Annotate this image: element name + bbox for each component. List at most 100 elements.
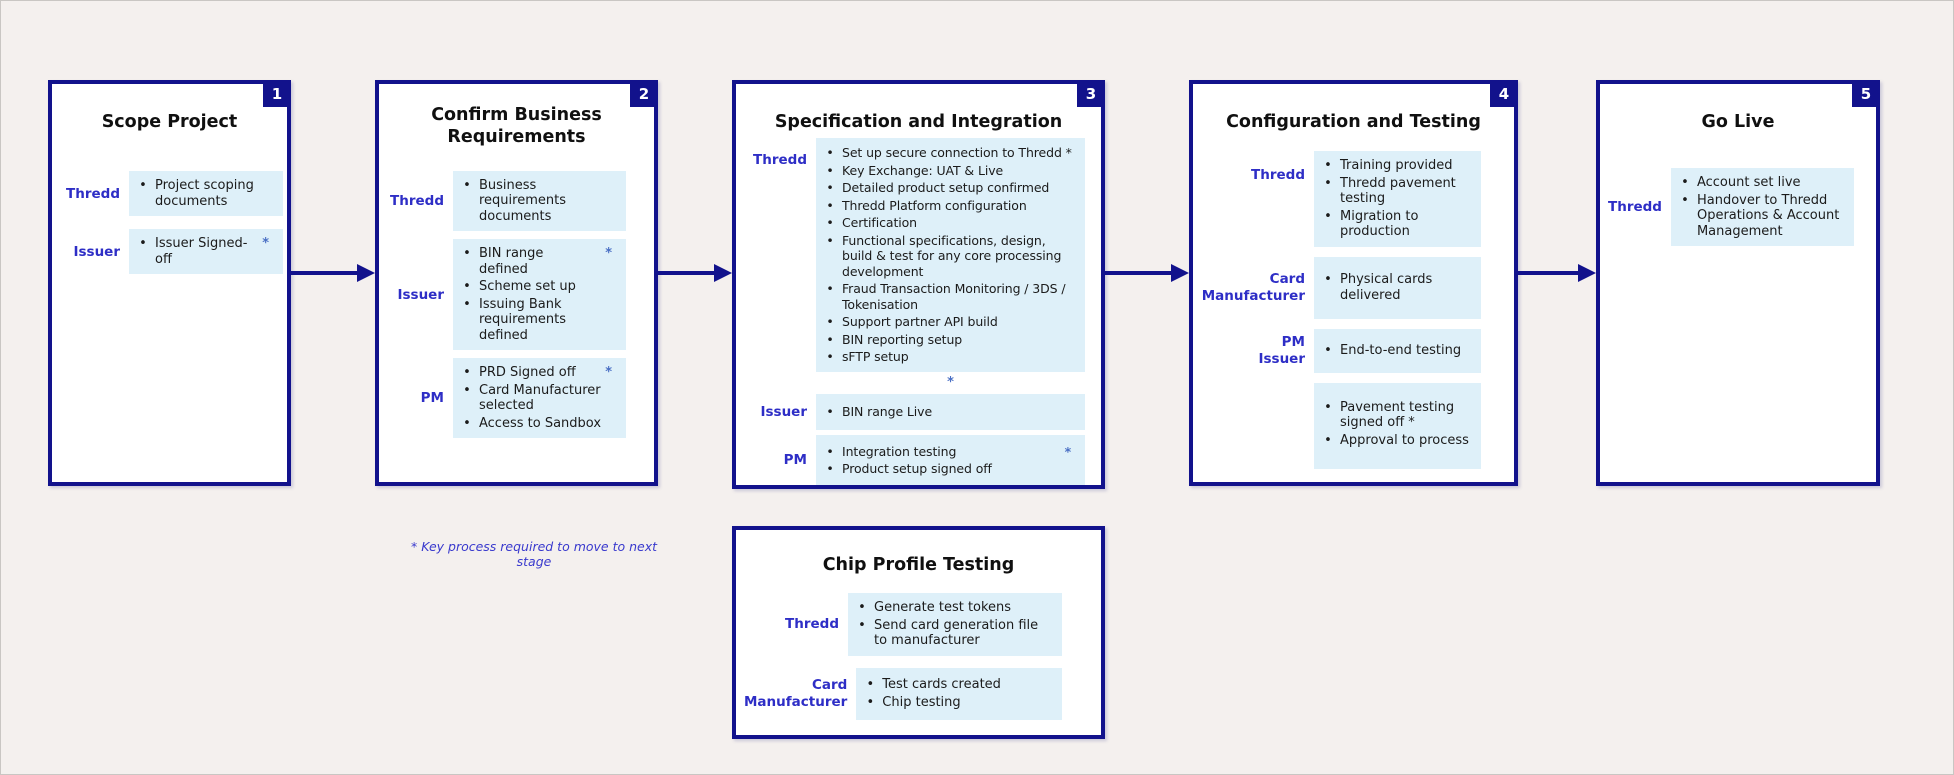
bullet-icon: •	[826, 180, 834, 196]
arrow-line	[658, 271, 719, 275]
bullet-icon: •	[1324, 399, 1332, 415]
bullet-text: Send card generation file to manufacture…	[874, 617, 1039, 649]
bullet-text: Approval to process	[1340, 432, 1469, 448]
bullet-icon: •	[826, 349, 834, 365]
bullet-text: Integration testing	[842, 443, 957, 459]
bullet-icon: •	[463, 382, 471, 398]
bullet-icon: •	[463, 415, 471, 431]
bullet-icon: •	[1681, 192, 1689, 208]
row-content: •BIN range defined*•Scheme set up•Issuin…	[453, 239, 626, 351]
arrow-line	[291, 271, 362, 275]
bullet-icon: •	[858, 617, 866, 633]
bullet-text: Detailed product setup confirmed	[842, 180, 1050, 196]
bullet-icon: •	[463, 365, 471, 381]
bullet-item: • Detailed product setup confirmed	[818, 179, 1081, 197]
stage-rows: Thredd•Account set live•Handover to Thre…	[1608, 168, 1854, 247]
bullet-text: Access to Sandbox	[479, 415, 602, 431]
row-content: •Integration testing*•Product setup sign…	[816, 434, 1085, 485]
key-process-footnote: * Key process required to move to next s…	[410, 539, 658, 569]
stage-row: Issuer •BIN range Live	[744, 393, 1085, 430]
stage-row: PM•Integration testing*•Product setup si…	[744, 434, 1085, 485]
bullet-text: Fraud Transaction Monitoring / 3DS / Tok…	[842, 281, 1066, 312]
bullet-text: Support partner API build	[842, 314, 998, 330]
bullet-icon: •	[858, 600, 866, 616]
bullet-text: End-to-end testing	[1340, 343, 1462, 359]
bullet-item: •Generate test tokens	[850, 599, 1058, 617]
bullet-icon: •	[1681, 175, 1689, 191]
stage-box-3: 3 Specification and Integration Thredd•S…	[732, 80, 1105, 489]
row-content: •Project scoping documents	[129, 171, 283, 217]
row-role-label: Thredd	[390, 192, 444, 209]
row-role-label: Issuer	[760, 403, 807, 420]
bullet-item: •Certification	[818, 214, 1081, 232]
chip-title: Chip Profile Testing	[822, 555, 1015, 575]
bullet-list: •BIN range Live	[818, 403, 936, 421]
bullet-icon: •	[1324, 208, 1332, 224]
bullet-item: •Card Manufacturer selected	[455, 382, 622, 415]
bullet-item: •Key Exchange: UAT & Live	[818, 162, 1081, 180]
bullet-item: • Issuer Signed-off *	[131, 235, 279, 268]
bullet-item: • Access to Sandbox	[455, 415, 622, 433]
stage-row: •Pavement testing signed off *• Approval …	[1201, 382, 1481, 469]
bullet-item: •Functional specifications, design, buil…	[818, 232, 1081, 281]
stage-row: Card Manufacturer •Test cards created•Chi…	[744, 667, 1062, 720]
flow-arrow-3	[1104, 264, 1189, 282]
bullet-text: BIN reporting setup	[842, 331, 963, 347]
bullet-icon: •	[139, 178, 147, 194]
bullet-text: Scheme set up	[479, 279, 576, 295]
bullet-icon: •	[1324, 175, 1332, 191]
row-content: •Test cards created•Chip testing	[856, 667, 1062, 720]
bullet-text: Issuer Signed-off	[155, 236, 248, 267]
bullet-list: •PRD Signed off*•Card Manufacturer selec…	[455, 364, 622, 432]
flow-arrow-1	[291, 264, 375, 282]
bullet-icon: •	[826, 404, 834, 420]
row-role-label: Card Manufacturer	[744, 677, 848, 710]
bullet-item: •Issuing Bank requirements defined	[455, 296, 622, 345]
bullet-item: • Fraud Transaction Monitoring / 3DS / To…	[818, 280, 1081, 313]
bullet-icon: •	[463, 177, 471, 193]
stage-title: Confirm Business Requirements	[431, 105, 602, 148]
stage-box-2: 2 Confirm Business Requirements Thredd•B…	[375, 80, 658, 486]
bullet-icon: •	[139, 236, 147, 252]
row-content: • End-to-end testing	[1314, 328, 1481, 373]
bullet-text: Account set live	[1696, 175, 1801, 191]
bullet-icon: •	[826, 162, 834, 178]
key-process-star: *	[605, 246, 612, 262]
key-process-star: *	[262, 236, 269, 252]
bullet-item: •BIN range defined*	[455, 245, 622, 278]
stage-box-1: 1 Scope Project Thredd•Project scoping d…	[48, 80, 291, 486]
row-role-label: Thredd	[66, 185, 120, 202]
flow-arrow-4	[1517, 264, 1596, 282]
key-process-divider-row: *	[744, 376, 1085, 389]
bullet-icon: •	[866, 677, 875, 693]
arrow-head-icon	[1578, 264, 1596, 282]
bullet-item: •PRD Signed off*	[455, 364, 622, 382]
stage-rows: Thredd•Generate test tokens•Send card ge…	[744, 593, 1062, 720]
stage-number-badge: 1	[263, 80, 291, 107]
bullet-item: •Physical cards delivered	[1316, 271, 1477, 304]
bullet-list: •Test cards created•Chip testing	[858, 676, 1005, 711]
bullet-icon: •	[826, 215, 834, 231]
row-content: •Generate test tokens• Send card generati…	[848, 593, 1062, 656]
bullet-text: Thredd Platform configuration	[842, 197, 1027, 213]
bullet-text: sFTP setup	[842, 349, 909, 365]
stage-row: Card Manufacturer•Physical cards deliver…	[1201, 256, 1481, 319]
bullet-icon: •	[1324, 343, 1332, 359]
bullet-item: •Thredd pavement testing	[1316, 175, 1477, 208]
bullet-icon: •	[1324, 272, 1332, 288]
arrow-line	[1104, 271, 1176, 275]
bullet-item: • Account set live	[1673, 174, 1850, 192]
stage-row: Thredd•Generate test tokens•Send card ge…	[744, 593, 1062, 656]
stage-row: Issuer•Issuer Signed-off*	[60, 229, 283, 275]
bullet-item: • sFTP setup	[818, 348, 1081, 366]
arrow-head-icon	[714, 264, 732, 282]
bullet-item: •Pavement testing signed off *	[1316, 399, 1477, 432]
row-content: • Business requirements documents	[453, 170, 626, 232]
bullet-list: • End-to-end testing	[1316, 342, 1465, 360]
bullet-icon: •	[826, 281, 834, 297]
bullet-text: Business requirements documents	[479, 177, 566, 224]
row-role-label: Thredd	[753, 152, 807, 169]
bullet-list: •Generate test tokens• Send card generati…	[850, 599, 1058, 650]
bullet-text: Training provided	[1340, 158, 1453, 174]
